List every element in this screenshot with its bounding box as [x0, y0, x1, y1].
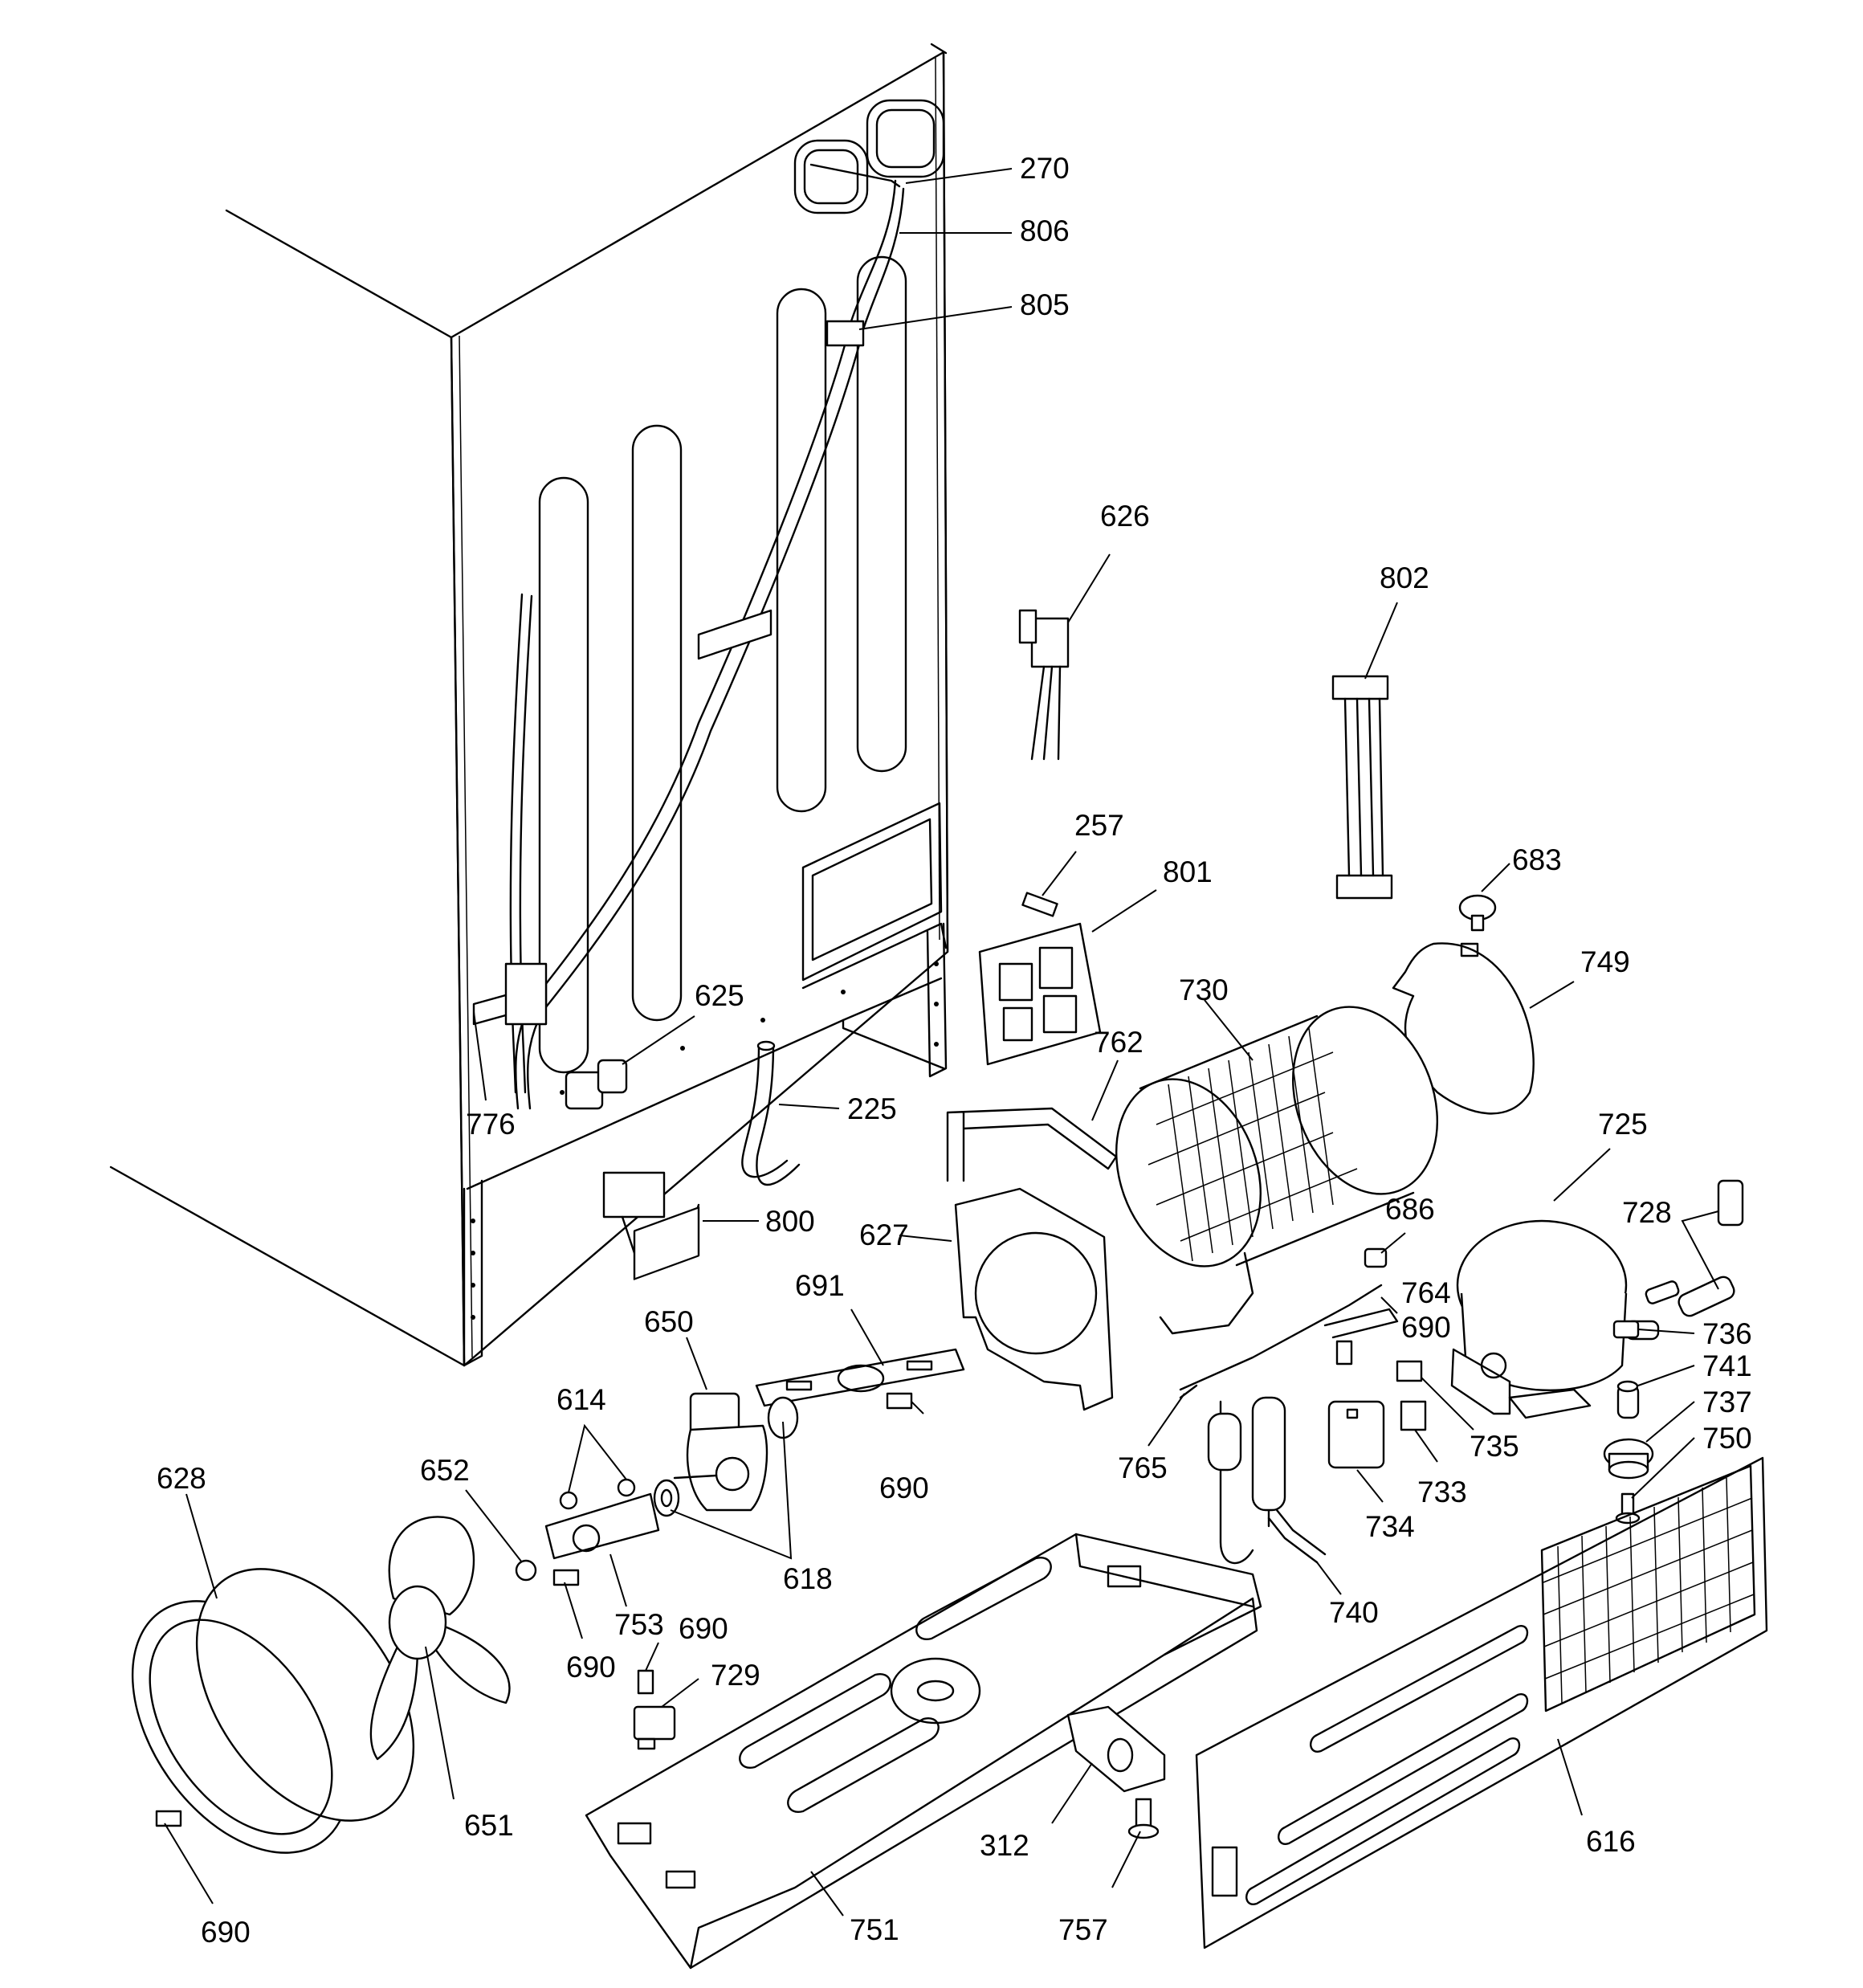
- part-751-base-pan: [585, 1533, 1262, 1970]
- part-737-grommet: [1603, 1438, 1654, 1480]
- part-730-condenser-coil: [1115, 1006, 1439, 1335]
- part-735-relay: [1396, 1360, 1423, 1382]
- callout-690-e: 690: [201, 1916, 251, 1949]
- callout-690-c: 690: [679, 1612, 728, 1645]
- callout-618: 618: [783, 1562, 833, 1595]
- callout-733: 733: [1417, 1476, 1467, 1508]
- callout-650: 650: [644, 1305, 694, 1338]
- callout-729: 729: [711, 1659, 760, 1692]
- callout-626: 626: [1100, 500, 1150, 533]
- part-626-connector: [1018, 609, 1070, 761]
- part-762-bracket: [946, 1107, 1118, 1182]
- part-741-fitting: [1616, 1380, 1640, 1419]
- screws-690: [155, 1340, 1353, 1827]
- callout-312: 312: [980, 1829, 1029, 1862]
- callout-690-a: 690: [1401, 1311, 1451, 1344]
- callout-652: 652: [420, 1454, 470, 1487]
- part-749-cover: [1392, 942, 1535, 1115]
- part-686-grommet: [1364, 1247, 1388, 1268]
- callout-627: 627: [859, 1219, 909, 1251]
- callout-734: 734: [1365, 1510, 1415, 1543]
- callout-labels: 270 806 805 626 802 257 801 683 749 730 …: [157, 152, 1752, 1949]
- callout-625: 625: [695, 979, 744, 1012]
- part-729-capacitor: [633, 1705, 676, 1750]
- part-312-latch: [1066, 1705, 1166, 1793]
- part-728-tubes: [1678, 1179, 1744, 1317]
- callout-686: 686: [1385, 1193, 1435, 1226]
- callout-735: 735: [1470, 1430, 1519, 1463]
- part-625-relay: [565, 1059, 628, 1110]
- cabinet-back-panel: [109, 43, 949, 1367]
- leader-lines: [164, 168, 1719, 1917]
- callout-737: 737: [1702, 1386, 1752, 1419]
- part-225-drain-tube: [741, 1040, 801, 1186]
- callout-730: 730: [1179, 974, 1229, 1006]
- callout-736: 736: [1702, 1317, 1752, 1350]
- callout-801: 801: [1163, 855, 1213, 888]
- part-725-compressor: [1450, 1219, 1680, 1419]
- callout-776: 776: [466, 1108, 516, 1141]
- callout-257: 257: [1074, 809, 1124, 842]
- callout-749: 749: [1580, 945, 1630, 978]
- callout-683: 683: [1512, 843, 1562, 876]
- callout-690-d: 690: [566, 1651, 616, 1684]
- part-736-clip: [1612, 1320, 1640, 1339]
- part-618-grommets: [653, 1479, 680, 1517]
- callout-691: 691: [795, 1269, 845, 1302]
- coil-fins: [1148, 1027, 1358, 1262]
- part-650-fan-motor: [673, 1392, 799, 1512]
- flange-holes: [471, 1219, 475, 1320]
- callout-741: 741: [1702, 1349, 1752, 1382]
- callout-800: 800: [765, 1205, 815, 1238]
- top-drain-ports: [793, 99, 945, 214]
- callout-728: 728: [1622, 1196, 1672, 1229]
- part-757-screw: [1127, 1798, 1160, 1839]
- part-734-capacitor: [1327, 1400, 1385, 1469]
- callout-762: 762: [1094, 1026, 1143, 1059]
- part-628-fan-ring: [131, 1568, 415, 1854]
- callout-805: 805: [1020, 288, 1070, 321]
- part-616-rear-grille: [1195, 1456, 1768, 1949]
- callout-690-b: 690: [879, 1472, 929, 1504]
- callout-725: 725: [1598, 1108, 1648, 1141]
- callout-806: 806: [1020, 214, 1070, 247]
- part-652-nut: [515, 1559, 537, 1582]
- callout-270: 270: [1020, 152, 1070, 185]
- tube-clamps: [472, 320, 865, 1026]
- callout-616: 616: [1586, 1825, 1636, 1858]
- back-condenser-loops: [538, 255, 907, 1074]
- callout-614: 614: [556, 1383, 606, 1416]
- callout-757: 757: [1058, 1913, 1108, 1946]
- callout-225: 225: [847, 1092, 897, 1125]
- part-733-relay: [1400, 1400, 1427, 1431]
- part-801-control-board: [978, 922, 1102, 1066]
- callout-628: 628: [157, 1462, 206, 1495]
- part-753-mount-bracket: [544, 1492, 660, 1560]
- part-651-fan-blade: [369, 1516, 511, 1761]
- part-764-bracket: [1323, 1308, 1399, 1339]
- part-750-stud: [1615, 1492, 1641, 1525]
- callout-750: 750: [1702, 1422, 1752, 1455]
- part-802-harness: [1331, 675, 1393, 900]
- grille-mesh: [1543, 1477, 1755, 1704]
- callout-651: 651: [464, 1809, 514, 1842]
- part-257-fastener: [1021, 892, 1058, 917]
- part-627-fan-shroud: [954, 1187, 1114, 1411]
- part-614-nuts: [559, 1478, 636, 1510]
- part-740-drier: [1207, 1396, 1327, 1565]
- part-691-motor-bracket: [755, 1348, 965, 1407]
- callout-764: 764: [1401, 1276, 1451, 1309]
- part-683-plug: [1458, 894, 1497, 932]
- part-800-switch: [602, 1171, 700, 1280]
- callout-753: 753: [614, 1608, 664, 1641]
- callout-740: 740: [1329, 1596, 1379, 1629]
- callout-802: 802: [1380, 561, 1429, 594]
- callout-751: 751: [850, 1913, 899, 1946]
- callout-765: 765: [1118, 1451, 1168, 1484]
